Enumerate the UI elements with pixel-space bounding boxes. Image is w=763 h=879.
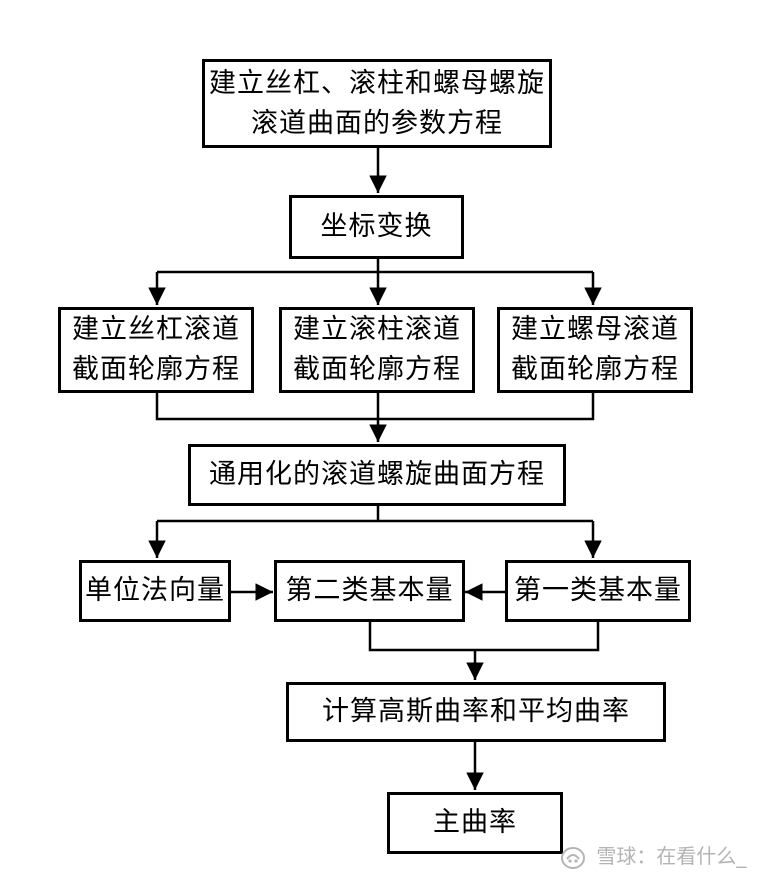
node-generalized-surface: 通用化的滚道螺旋曲面方程	[188, 444, 566, 506]
watermark-text: 雪球：在看什么_	[596, 844, 747, 868]
xueqiu-logo-icon	[561, 846, 585, 869]
node-label: 建立滚柱滚道 截面轮廓方程	[293, 314, 461, 385]
node-roller-profile: 建立滚柱滚道 截面轮廓方程	[279, 307, 475, 393]
node-label: 建立丝杠、滚柱和螺母螺旋 滚道曲面的参数方程	[209, 67, 545, 139]
node-label: 建立丝杠滚道 截面轮廓方程	[72, 314, 240, 385]
node-label: 建立螺母滚道 截面轮廓方程	[511, 314, 679, 385]
node-screw-profile: 建立丝杠滚道 截面轮廓方程	[58, 307, 254, 393]
watermark: 雪球：在看什么_	[560, 840, 746, 870]
node-parametric-equations: 建立丝杠、滚柱和螺母螺旋 滚道曲面的参数方程	[202, 59, 552, 148]
node-first-fundamental: 第一类基本量	[505, 560, 691, 622]
node-nut-profile: 建立螺母滚道 截面轮廓方程	[497, 307, 693, 393]
edge-n2-branch	[157, 259, 593, 274]
node-second-fundamental: 第二类基本量	[274, 560, 465, 622]
node-unit-normal: 单位法向量	[79, 560, 231, 622]
edge-row3-merge	[155, 393, 595, 421]
node-coordinate-transform: 坐标变换	[289, 195, 464, 259]
node-principal-curvature: 主曲率	[387, 792, 563, 854]
node-curvature-calc: 计算高斯曲率和平均曲率	[286, 682, 666, 742]
edge-n4-branch	[157, 506, 593, 523]
edge-row5-merge	[368, 622, 600, 652]
